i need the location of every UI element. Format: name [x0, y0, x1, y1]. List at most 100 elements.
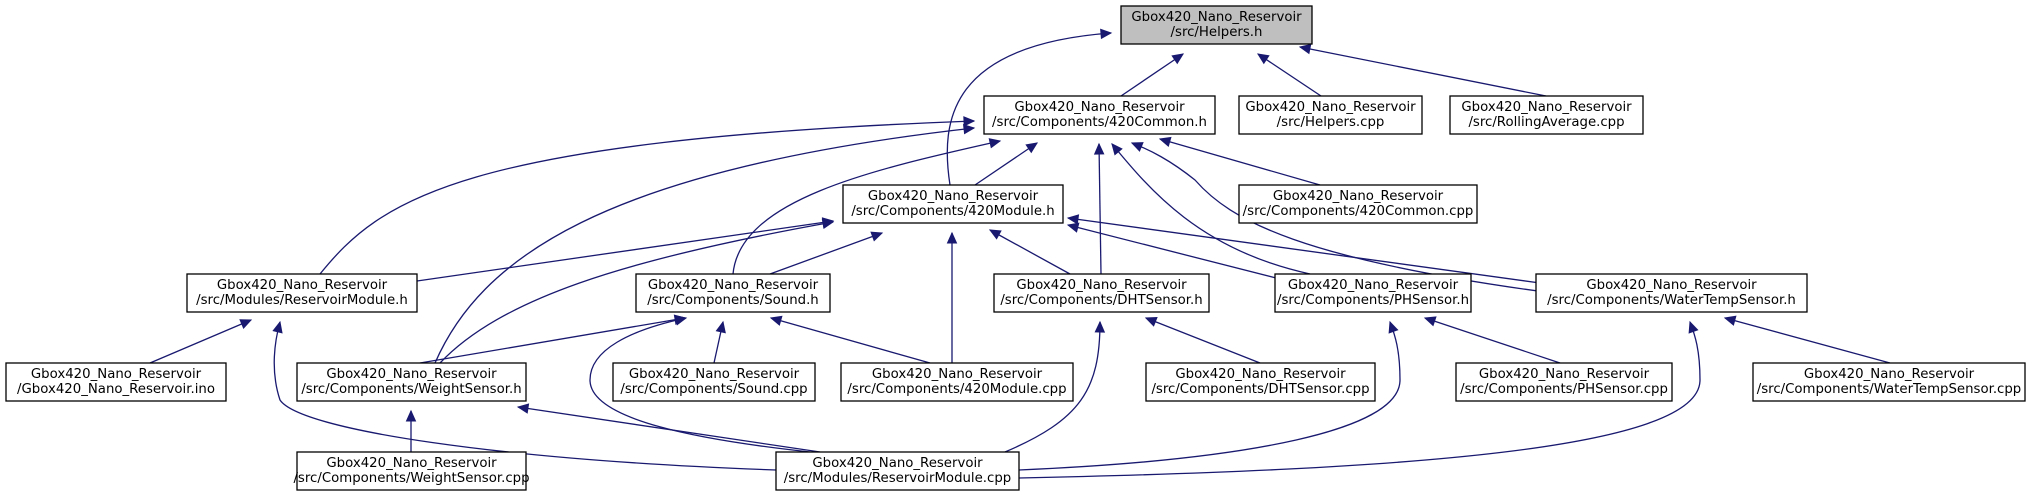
node-label-weight_h-line-1: Gbox420_Nano_Reservoir — [326, 367, 497, 382]
node-label-sound_h-line-1: Gbox420_Nano_Reservoir — [648, 278, 819, 293]
edge-arrow-resmod_cpp-to-dht_h — [1094, 320, 1106, 333]
edge-arrow-weight_h-to-module_h — [821, 218, 835, 230]
node-label-ph_cpp-line-2: /src/Components/PHSensor.cpp — [1460, 382, 1668, 397]
node-label-dht_h-line-1: Gbox420_Nano_Reservoir — [1016, 278, 1187, 293]
node-box-sound_h — [635, 273, 831, 313]
edge-resmod_cpp-to-sound_h — [589, 317, 811, 453]
edge-arrow-resmod_h-to-common_h — [963, 116, 976, 127]
edge-dht_h-to-module_h — [989, 229, 1071, 275]
edge-sound_h-to-common_h — [732, 140, 1001, 275]
edge-arrow-resmod_cpp-to-resmod_h — [272, 320, 283, 334]
node-box-common_h — [983, 95, 1216, 135]
edge-arrow-module_h-to-helpers_h — [1100, 28, 1113, 40]
edge-arrow-wt_cpp-to-wt_h — [1723, 315, 1737, 326]
edge-arrow-ph_h-to-module_h — [1066, 222, 1080, 233]
edge-arrow-sound_h-to-module_h — [870, 231, 884, 242]
edge-wt_cpp-to-wt_h — [1724, 317, 1891, 364]
node-weight_h[interactable]: Gbox420_Nano_Reservoir/src/Components/We… — [296, 362, 527, 402]
edge-ph_cpp-to-ph_h — [1424, 317, 1561, 364]
edge-arrow-resmod_cpp-to-ph_h — [1388, 320, 1399, 334]
node-box-helpers_cpp — [1238, 95, 1423, 135]
edge-arrow-ph_h-to-common_h — [1111, 143, 1123, 156]
edge-arrow-common_h-to-helpers_h — [1171, 53, 1185, 65]
node-box-dht_cpp — [1145, 362, 1376, 402]
node-label-ph_h-line-1: Gbox420_Nano_Reservoir — [1288, 278, 1459, 293]
edge-wt_h-to-common_h — [1131, 142, 1561, 295]
edge-arrow-resmod_cpp-to-sound_h — [674, 315, 688, 326]
node-box-weight_h — [296, 362, 527, 402]
edge-arrow-rolling_cpp-to-helpers_h — [1298, 43, 1312, 55]
node-label-ino-line-2: /Gbox420_Nano_Reservoir.ino — [17, 382, 215, 397]
node-label-common_h-line-2: /src/Components/420Common.h — [992, 115, 1207, 130]
edge-arrow-common_cpp-to-common_h — [1158, 136, 1172, 147]
node-label-ino-line-1: Gbox420_Nano_Reservoir — [31, 367, 202, 382]
node-module_cpp[interactable]: Gbox420_Nano_Reservoir/src/Components/42… — [840, 362, 1074, 402]
node-label-sound_h-line-2: /src/Components/Sound.h — [647, 293, 819, 308]
node-module_h[interactable]: Gbox420_Nano_Reservoir/src/Components/42… — [842, 184, 1064, 224]
node-label-wt_h-line-1: Gbox420_Nano_Reservoir — [1586, 278, 1757, 293]
node-common_h[interactable]: Gbox420_Nano_Reservoir/src/Components/42… — [983, 95, 1216, 135]
edge-arrow-weight_cpp-to-weight_h — [405, 409, 417, 422]
node-box-rolling_cpp — [1449, 95, 1644, 135]
edge-resmod_h-to-common_h — [319, 120, 975, 275]
edge-resmod_cpp-to-wt_h — [1018, 321, 1701, 479]
node-label-common_cpp-line-1: Gbox420_Nano_Reservoir — [1273, 189, 1444, 204]
node-box-dht_h — [993, 273, 1210, 313]
edge-arrow-resmod_cpp-to-weight_h — [516, 403, 530, 414]
node-label-helpers_cpp-line-2: /src/Helpers.cpp — [1277, 115, 1385, 130]
node-box-helpers_h — [1120, 5, 1313, 45]
node-sound_cpp[interactable]: Gbox420_Nano_Reservoir/src/Components/So… — [612, 362, 816, 402]
edge-arrow-dht_h-to-common_h — [1093, 142, 1105, 155]
edge-module_h-to-common_h — [974, 142, 1038, 186]
nodes-layer: Gbox420_Nano_Reservoir/src/Helpers.hGbox… — [5, 5, 2026, 491]
node-common_cpp[interactable]: Gbox420_Nano_Reservoir/src/Components/42… — [1238, 184, 1478, 224]
edge-rolling_cpp-to-helpers_h — [1299, 46, 1547, 97]
node-box-common_cpp — [1238, 184, 1478, 224]
edge-arrow-ino-to-resmod_h — [239, 319, 253, 329]
edge-wt_h-to-module_h — [1067, 217, 1541, 284]
edge-arrow-helpers_cpp-to-helpers_h — [1256, 53, 1270, 65]
node-rolling_cpp[interactable]: Gbox420_Nano_Reservoir/src/RollingAverag… — [1449, 95, 1644, 135]
node-wt_h[interactable]: Gbox420_Nano_Reservoir/src/Components/Wa… — [1535, 273, 1808, 313]
node-ph_h[interactable]: Gbox420_Nano_Reservoir/src/Components/PH… — [1274, 273, 1472, 313]
node-box-sound_cpp — [612, 362, 816, 402]
edge-arrow-sound_cpp-to-sound_h — [715, 320, 726, 334]
node-box-wt_cpp — [1752, 362, 2026, 402]
node-box-resmod_h — [186, 273, 418, 313]
node-label-rolling_cpp-line-1: Gbox420_Nano_Reservoir — [1461, 100, 1632, 115]
node-wt_cpp[interactable]: Gbox420_Nano_Reservoir/src/Components/Wa… — [1752, 362, 2026, 402]
node-dht_cpp[interactable]: Gbox420_Nano_Reservoir/src/Components/DH… — [1145, 362, 1376, 402]
edge-arrow-module_h-to-common_h — [1025, 142, 1039, 154]
node-label-wt_h-line-2: /src/Components/WaterTempSensor.h — [1547, 293, 1796, 308]
edge-ph_h-to-module_h — [1067, 224, 1281, 280]
node-dht_h[interactable]: Gbox420_Nano_Reservoir/src/Components/DH… — [993, 273, 1210, 313]
edge-arrow-sound_h-to-common_h — [988, 138, 1002, 149]
node-label-helpers_h-line-2: /src/Helpers.h — [1171, 25, 1263, 40]
node-resmod_cpp[interactable]: Gbox420_Nano_Reservoir/src/Modules/Reser… — [775, 451, 1020, 491]
edge-arrow-wt_h-to-module_h — [1066, 214, 1080, 225]
node-label-resmod_cpp-line-2: /src/Modules/ReservoirModule.cpp — [784, 471, 1011, 486]
node-label-weight_h-line-2: /src/Components/WeightSensor.h — [301, 382, 521, 397]
node-sound_h[interactable]: Gbox420_Nano_Reservoir/src/Components/So… — [635, 273, 831, 313]
node-helpers_cpp[interactable]: Gbox420_Nano_Reservoir/src/Helpers.cpp — [1238, 95, 1423, 135]
edge-resmod_cpp-to-ph_h — [1018, 321, 1401, 471]
node-label-common_cpp-line-2: /src/Components/420Common.cpp — [1243, 204, 1474, 219]
node-resmod_h[interactable]: Gbox420_Nano_Reservoir/src/Modules/Reser… — [186, 273, 418, 313]
node-weight_cpp[interactable]: Gbox420_Nano_Reservoir/src/Components/We… — [293, 451, 530, 491]
edge-dht_h-to-common_h — [1098, 143, 1102, 275]
node-box-resmod_cpp — [775, 451, 1020, 491]
node-label-ph_h-line-2: /src/Components/PHSensor.h — [1277, 293, 1469, 308]
node-helpers_h: Gbox420_Nano_Reservoir/src/Helpers.h — [1120, 5, 1313, 45]
edge-ph_h-to-common_h — [1111, 143, 1311, 275]
node-label-module_cpp-line-2: /src/Components/420Module.cpp — [847, 382, 1066, 397]
edge-arrow-module_cpp-to-sound_h — [769, 315, 783, 326]
node-ph_cpp[interactable]: Gbox420_Nano_Reservoir/src/Components/PH… — [1455, 362, 1673, 402]
node-ino[interactable]: Gbox420_Nano_Reservoir/Gbox420_Nano_Rese… — [5, 362, 227, 402]
node-label-resmod_h-line-1: Gbox420_Nano_Reservoir — [217, 278, 388, 293]
edges-layer — [149, 28, 1891, 479]
edge-weight_h-to-module_h — [439, 221, 834, 364]
node-label-common_h-line-1: Gbox420_Nano_Reservoir — [1014, 100, 1185, 115]
edge-weight_h-to-common_h — [434, 127, 975, 364]
node-label-weight_cpp-line-1: Gbox420_Nano_Reservoir — [326, 456, 497, 471]
